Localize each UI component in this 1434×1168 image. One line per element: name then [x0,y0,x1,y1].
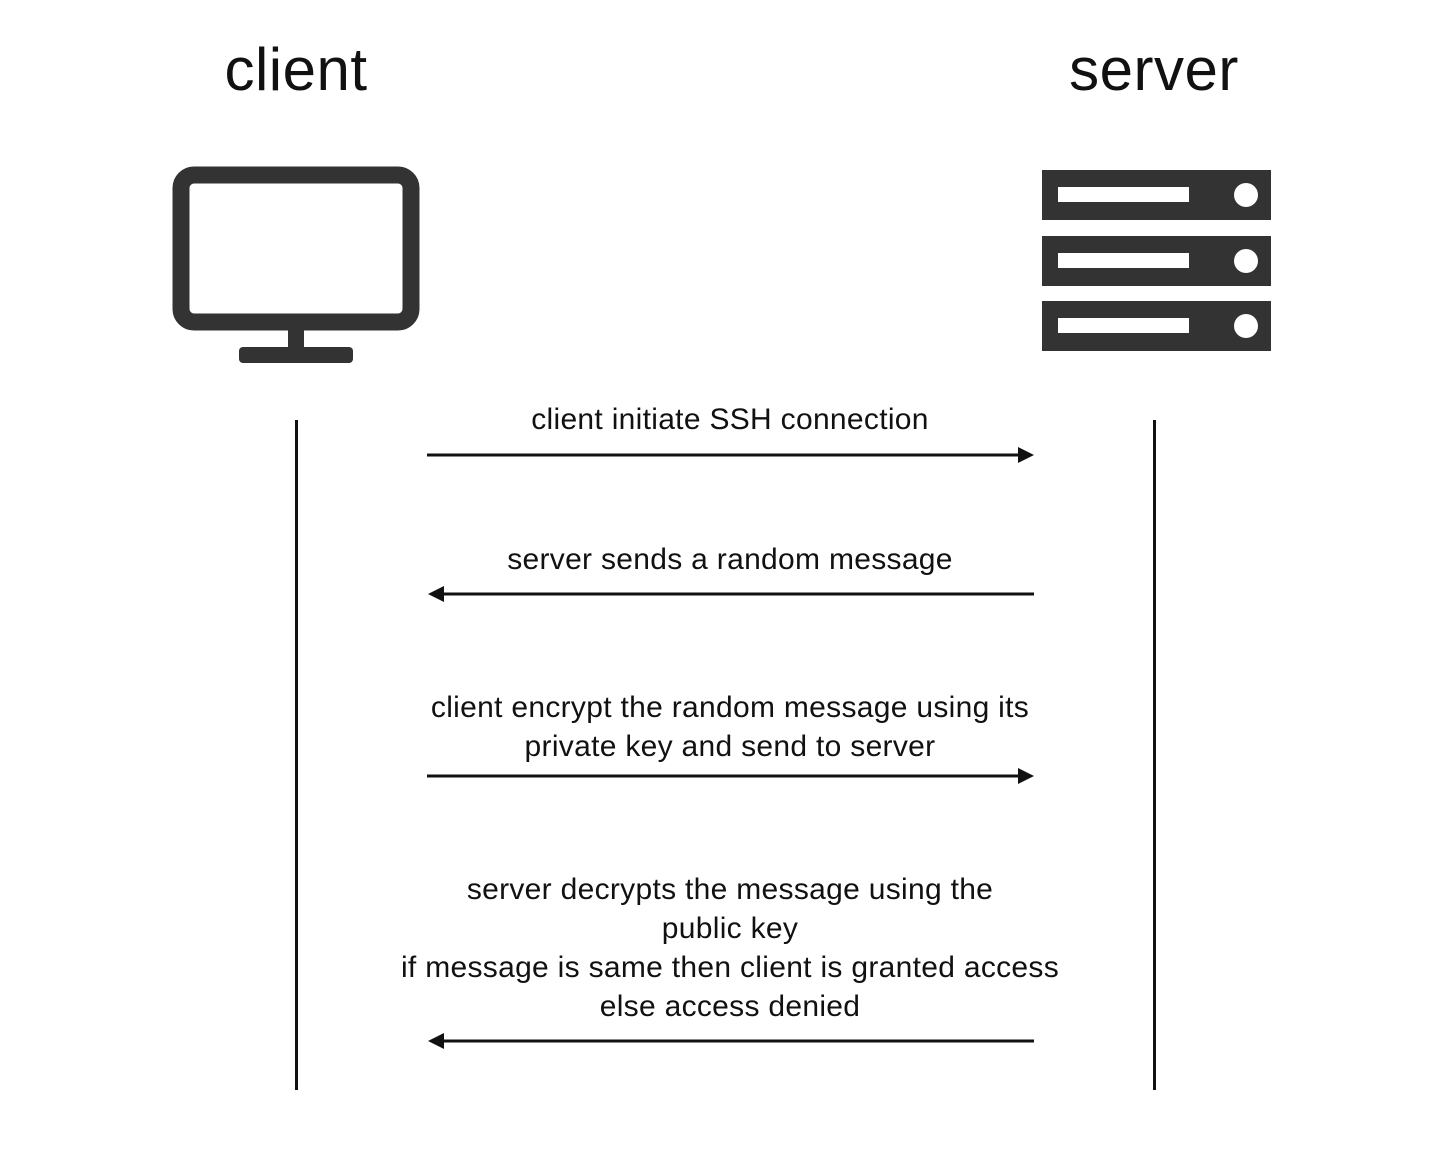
client-title: client [224,36,368,103]
arrow-right-3 [427,768,1034,784]
message-label-4: server decrypts the message using the pu… [400,873,1060,1023]
server-title: server [1069,36,1239,103]
arrow-right-1 [427,447,1034,463]
message-label-3: client encrypt the random message using … [430,691,1030,763]
message-label-1: client initiate SSH connection [531,403,929,436]
arrow-left-4 [428,1033,1034,1049]
client-lifeline [295,420,298,1090]
message-label-2: server sends a random message [507,543,953,576]
monitor-icon [170,162,424,373]
arrow-left-2 [428,586,1034,602]
server-lifeline [1153,420,1156,1090]
server-rack-icon [1038,166,1274,361]
